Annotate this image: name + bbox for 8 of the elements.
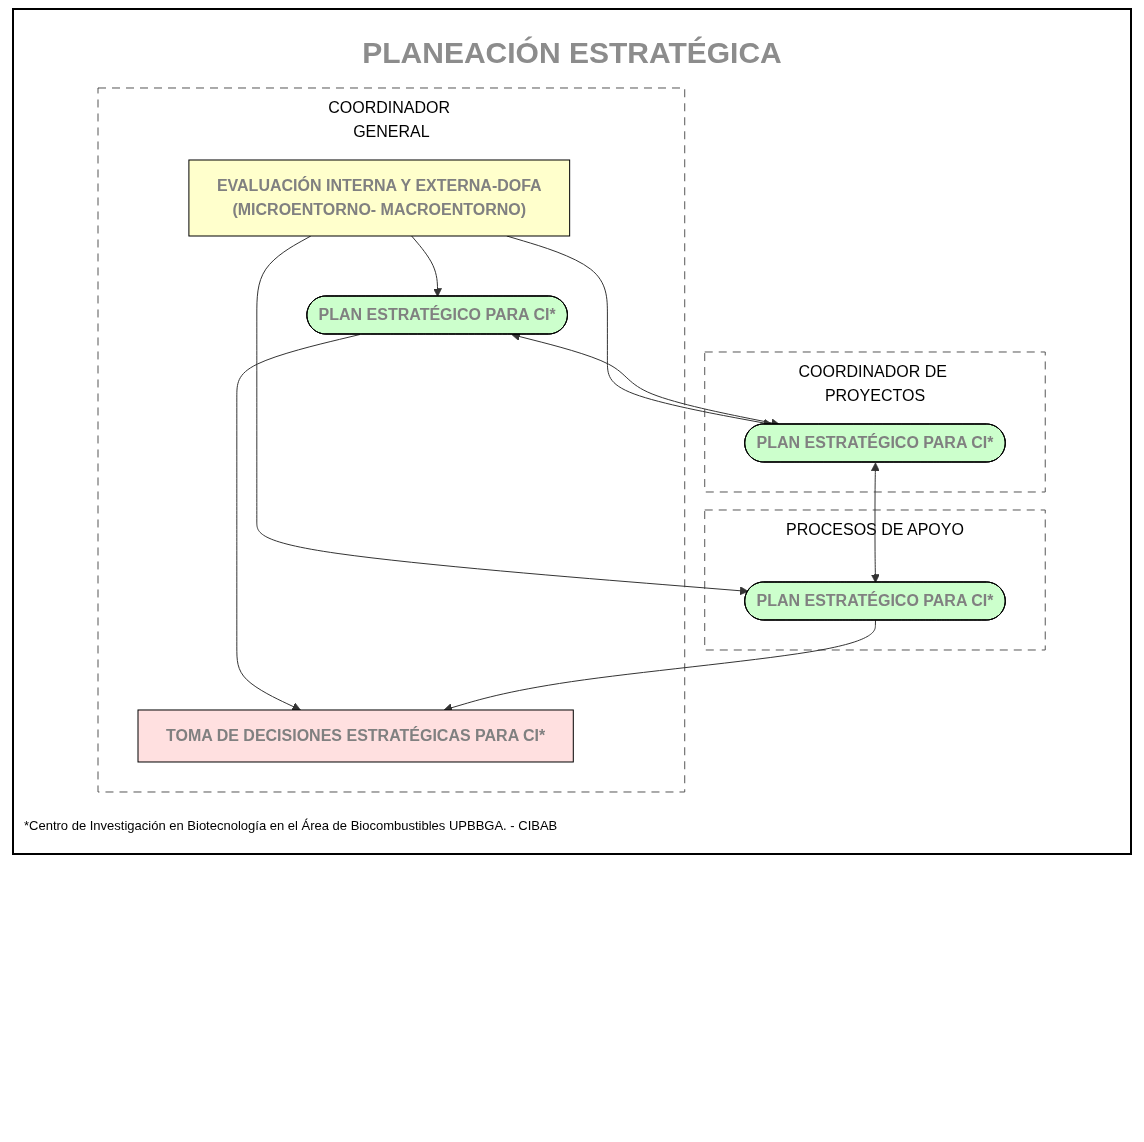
arrow xyxy=(236,334,361,711)
diagram-title: PLANEACIÓN ESTRATÉGICA xyxy=(361,36,783,70)
node-box: TOMA DE DECISIONES ESTRATÉGICAS PARA CI* xyxy=(137,709,575,763)
arrow xyxy=(411,235,443,297)
footnote-caption: *Centro de Investigación en Biotecnología en el Área de Biocombustibles UPBBGA. - CIBAB xyxy=(24,818,559,833)
arrow xyxy=(256,235,749,596)
arrow xyxy=(871,462,881,583)
node-box: EVALUACIÓN INTERNA Y EXTERNA-DOFA (MICROENTORNO- MACROENTORNO) xyxy=(188,159,571,237)
